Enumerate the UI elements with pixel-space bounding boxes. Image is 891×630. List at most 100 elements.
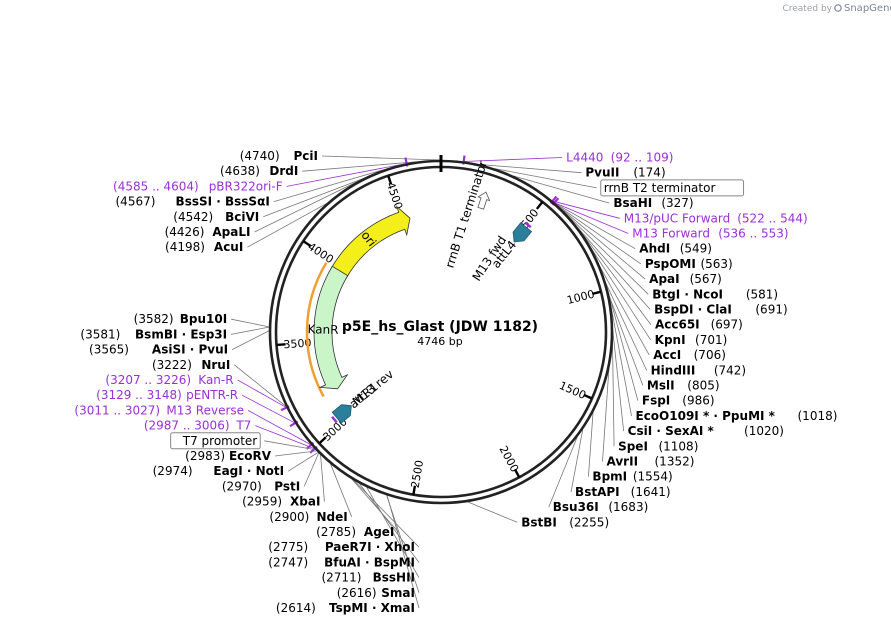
enzyme-name: BsaHI bbox=[613, 196, 652, 210]
enzyme-name: TspMI · XmaI bbox=[329, 601, 415, 615]
site-labels: PciI(4740)DrdI(4638)pBR322ori-F(4585 .. … bbox=[74, 149, 837, 615]
right-site-label: BstAPI (1641) bbox=[575, 485, 671, 499]
enzyme-name: BfuAI · BspMI bbox=[324, 555, 415, 569]
enzyme-name: AvrII bbox=[607, 455, 639, 469]
right-site-label: AhdI(549) bbox=[639, 242, 712, 256]
right-site-label: PspOMI(563) bbox=[645, 257, 733, 271]
primer-name: Kan-R bbox=[198, 373, 233, 387]
right-site-label: rrnB T2 terminator bbox=[600, 179, 745, 197]
primer-name: pBR322ori-F bbox=[209, 179, 283, 193]
snapgene-brand: SnapGene bbox=[844, 3, 891, 14]
site-position: (92 .. 109) bbox=[611, 151, 674, 165]
enzyme-name: ApaLI bbox=[212, 225, 250, 239]
left-site-label: EagI · NotI (2974) bbox=[153, 464, 285, 478]
right-site-label: FspI(986) bbox=[642, 394, 715, 408]
enzyme-name: AcuI bbox=[214, 240, 243, 254]
site-position: (805) bbox=[687, 379, 719, 393]
enzyme-name: EagI · NotI bbox=[213, 464, 284, 478]
site-position: (2970) bbox=[222, 479, 262, 493]
tick-label: 3500 bbox=[283, 336, 312, 351]
backbone-ring bbox=[268, 155, 614, 505]
enzyme-name: BpmI bbox=[592, 470, 627, 484]
enzyme-name: MslI bbox=[647, 379, 675, 393]
right-site-label: L4440(92 .. 109) bbox=[566, 151, 673, 165]
right-site-label: AvrII(1352) bbox=[607, 455, 695, 469]
enzyme-name: PstI bbox=[274, 479, 300, 493]
primer-name: M13/pUC Forward bbox=[624, 211, 731, 225]
right-site-label: HindIII(742) bbox=[651, 363, 746, 377]
left-site-label: SmaI(2616) bbox=[337, 586, 415, 600]
plasmid-length: 4746 bp bbox=[417, 335, 462, 348]
site-position: (581) bbox=[746, 287, 778, 301]
primer-site-mark bbox=[331, 415, 338, 424]
enzyme-name: AccI bbox=[653, 348, 681, 362]
left-site-label: XbaI(2959) bbox=[242, 495, 320, 509]
enzyme-name: ApaI bbox=[649, 272, 679, 286]
left-site-label: PstI (2970) bbox=[222, 479, 300, 493]
site-position: (2785) bbox=[316, 525, 356, 539]
left-site-label: PaeR7I · XhoI(2775) bbox=[268, 540, 415, 554]
feature-KanR bbox=[313, 265, 349, 390]
site-position: (3582) bbox=[134, 312, 174, 326]
site-position: (2983) bbox=[185, 449, 225, 463]
enzyme-name: BstBI bbox=[521, 515, 557, 529]
tick-label: 2500 bbox=[409, 459, 427, 489]
tick-label: 4500 bbox=[384, 180, 405, 211]
created-by-text: Created by bbox=[782, 4, 832, 14]
tick-label: 1000 bbox=[566, 288, 596, 307]
primer-name: T7 bbox=[235, 419, 251, 433]
enzyme-name: BssHII bbox=[373, 571, 415, 585]
site-position: (563) bbox=[700, 257, 732, 271]
site-position: (2255) bbox=[569, 515, 609, 529]
left-site-label: Kan-R(3207 .. 3226) bbox=[105, 373, 233, 387]
site-position: (2974) bbox=[153, 464, 193, 478]
left-site-label: NruI(3222) bbox=[152, 358, 230, 372]
left-site-label: ApaLI (4426) bbox=[165, 225, 251, 239]
left-site-label: BciVI(4542) bbox=[173, 210, 259, 224]
enzyme-name: PvuII bbox=[585, 166, 619, 180]
site-position: (522 .. 544) bbox=[737, 211, 807, 225]
site-position: (1641) bbox=[631, 485, 671, 499]
enzyme-name: FspI bbox=[642, 394, 670, 408]
feature-name: T7 promoter bbox=[182, 434, 258, 448]
enzyme-name: AsiSI · PvuI bbox=[152, 343, 228, 357]
enzyme-name: BsmBI · Esp3I bbox=[135, 327, 227, 341]
enzyme-name: EcoRV bbox=[229, 449, 272, 463]
tick-mark bbox=[302, 240, 312, 248]
right-site-label: AccI(706) bbox=[653, 348, 726, 362]
right-site-label: M13 Forward(536 .. 553) bbox=[632, 227, 788, 241]
enzyme-name: BstAPI bbox=[575, 485, 620, 499]
enzyme-name: XbaI bbox=[290, 495, 320, 509]
site-position: (3565) bbox=[89, 343, 129, 357]
enzyme-name: Bsu36I bbox=[553, 500, 599, 514]
site-position: (549) bbox=[680, 242, 712, 256]
site-position: (2747) bbox=[268, 555, 308, 569]
feature-ori bbox=[330, 205, 411, 279]
enzyme-name: BciVI bbox=[225, 210, 259, 224]
right-site-label: BpmI(1554) bbox=[592, 470, 672, 484]
site-position: (742) bbox=[714, 363, 746, 377]
right-site-label: PvuII(174) bbox=[585, 166, 665, 180]
site-position: (4585 .. 4604) bbox=[113, 179, 199, 193]
site-position: (1018) bbox=[798, 409, 838, 423]
enzyme-name: PaeR7I · XhoI bbox=[325, 540, 415, 554]
feature-name: rrnB T2 terminator bbox=[604, 181, 716, 195]
enzyme-name: SpeI bbox=[618, 439, 648, 453]
feature-box bbox=[600, 179, 745, 197]
left-site-label: TspMI · XmaI(2614) bbox=[276, 601, 415, 615]
site-position: (3129 .. 3148) bbox=[96, 388, 182, 402]
right-site-label: Acc65I(697) bbox=[655, 318, 743, 332]
left-site-label: BsmBI · Esp3I(3581) bbox=[80, 327, 227, 341]
right-site-label: Bsu36I(1683) bbox=[553, 500, 649, 514]
site-position: (4426) bbox=[165, 225, 205, 239]
enzyme-name: EcoO109I * · PpuMI * bbox=[636, 409, 776, 423]
enzyme-name: DrdI bbox=[269, 164, 298, 178]
right-site-label: BsaHI(327) bbox=[613, 196, 693, 210]
right-site-label: KpnI(701) bbox=[655, 333, 728, 347]
site-position: (2616) bbox=[337, 586, 377, 600]
left-site-label: EcoRV (2983) bbox=[185, 449, 272, 463]
primer-name: M13 Forward bbox=[632, 227, 710, 241]
left-site-label: NdeI(2900) bbox=[269, 510, 347, 524]
tick-mark bbox=[276, 343, 286, 347]
site-position: (567) bbox=[690, 272, 722, 286]
